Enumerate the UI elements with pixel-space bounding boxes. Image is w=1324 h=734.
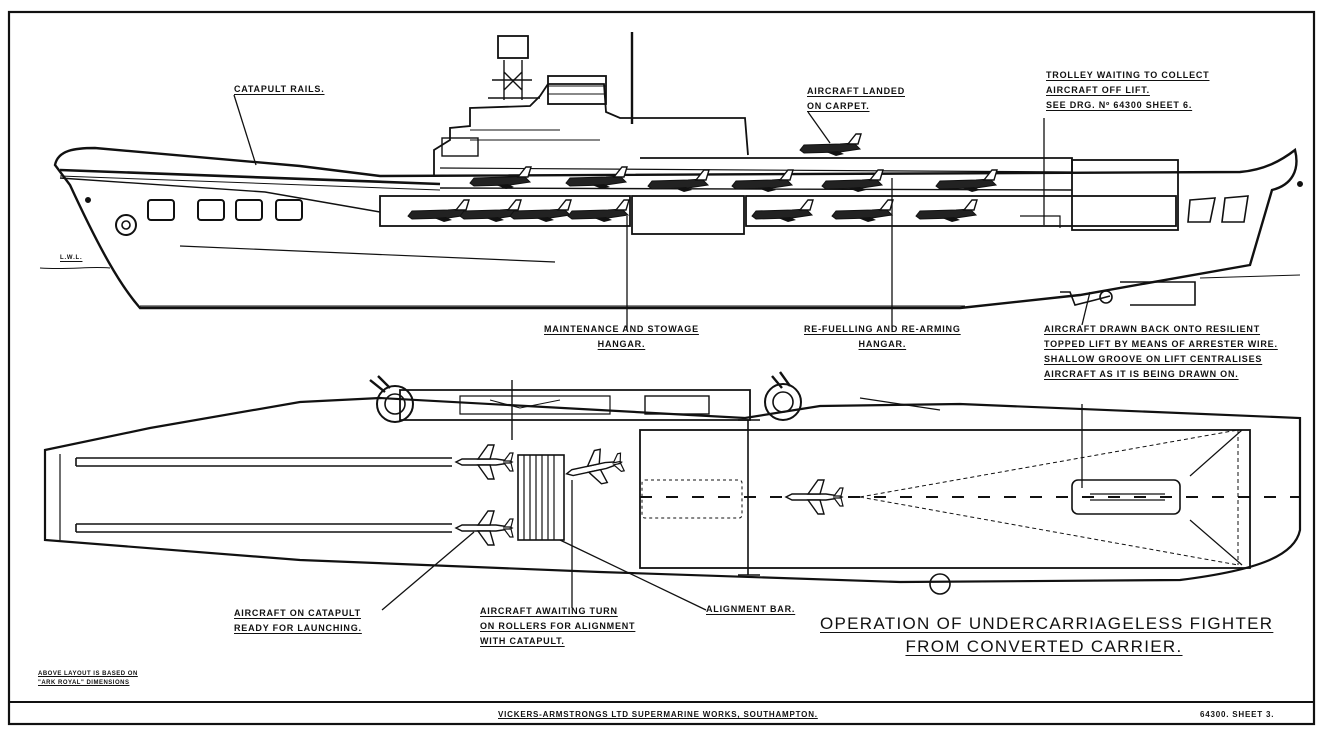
label-awaiting-line3: WITH CATAPULT. <box>480 636 565 646</box>
label-awaiting-line2: ON ROLLERS FOR ALIGNMENT <box>480 621 636 631</box>
label-drawn-back-line3: SHALLOW GROOVE ON LIFT CENTRALISES <box>1044 354 1263 364</box>
label-alignment-bar: ALIGNMENT BAR. <box>706 604 796 614</box>
elevation-leaders <box>233 94 1091 330</box>
label-aircraft-landed-line1: AIRCRAFT LANDED <box>807 86 905 96</box>
label-drawn-back-line1: AIRCRAFT DRAWN BACK ONTO RESILIENT <box>1044 324 1261 334</box>
carrier-plan <box>43 371 1302 595</box>
label-maintenance-line1: MAINTENANCE AND STOWAGE <box>544 324 699 334</box>
label-on-catapult-line1: AIRCRAFT ON CATAPULT <box>234 608 361 618</box>
drawing-title-line1: OPERATION OF UNDERCARRIAGELESS FIGHTER <box>820 614 1274 633</box>
label-catapult-rails: CATAPULT RAILS. <box>234 84 325 94</box>
label-awaiting-line1: AIRCRAFT AWAITING TURN <box>480 606 618 616</box>
label-awaiting-turn: AIRCRAFT AWAITING TURN ON ROLLERS FOR AL… <box>480 604 635 649</box>
footer-company: VICKERS-ARMSTRONGS LTD SUPERMARINE WORKS… <box>498 710 818 719</box>
layout-note-line1: ABOVE LAYOUT IS BASED ON <box>38 671 138 677</box>
label-trolley-line2: AIRCRAFT OFF LIFT. <box>1046 85 1150 95</box>
label-aircraft-landed: AIRCRAFT LANDED ON CARPET. <box>807 84 905 114</box>
label-drawn-back: AIRCRAFT DRAWN BACK ONTO RESILIENT TOPPE… <box>1044 322 1278 382</box>
label-drawn-back-line4: AIRCRAFT AS IT IS BEING DRAWN ON. <box>1044 369 1239 379</box>
label-on-catapult-line2: READY FOR LAUNCHING. <box>234 623 362 633</box>
layout-note-line2: "ARK ROYAL" DIMENSIONS <box>38 680 130 686</box>
drawing-title-line2: FROM CONVERTED CARRIER. <box>905 637 1183 656</box>
outer-border <box>7 10 1316 726</box>
layout-note: ABOVE LAYOUT IS BASED ON "ARK ROYAL" DIM… <box>38 670 138 688</box>
waterline-label: L.W.L. <box>60 255 83 261</box>
label-maintenance-line2: HANGAR. <box>597 339 646 349</box>
label-trolley-line1: TROLLEY WAITING TO COLLECT <box>1046 70 1210 80</box>
label-aircraft-landed-line2: ON CARPET. <box>807 101 870 111</box>
label-on-catapult: AIRCRAFT ON CATAPULT READY FOR LAUNCHING… <box>234 606 362 636</box>
label-drawn-back-line2: TOPPED LIFT BY MEANS OF ARRESTER WIRE. <box>1044 339 1278 349</box>
label-refuelling-line2: HANGAR. <box>858 339 907 349</box>
label-trolley: TROLLEY WAITING TO COLLECT AIRCRAFT OFF … <box>1046 68 1209 113</box>
label-maintenance-hangar: MAINTENANCE AND STOWAGE HANGAR. <box>544 322 699 352</box>
label-trolley-line3: SEE DRG. Nº 64300 SHEET 6. <box>1046 100 1193 110</box>
carrier-elevation <box>39 32 1303 310</box>
drawing-title: OPERATION OF UNDERCARRIAGELESS FIGHTER F… <box>820 612 1274 658</box>
label-refuelling-line1: RE-FUELLING AND RE-ARMING <box>804 324 961 334</box>
footer-sheet: 64300. SHEET 3. <box>1200 710 1275 719</box>
label-refuelling-hangar: RE-FUELLING AND RE-ARMING HANGAR. <box>804 322 961 352</box>
plan-leaders <box>381 404 1083 611</box>
